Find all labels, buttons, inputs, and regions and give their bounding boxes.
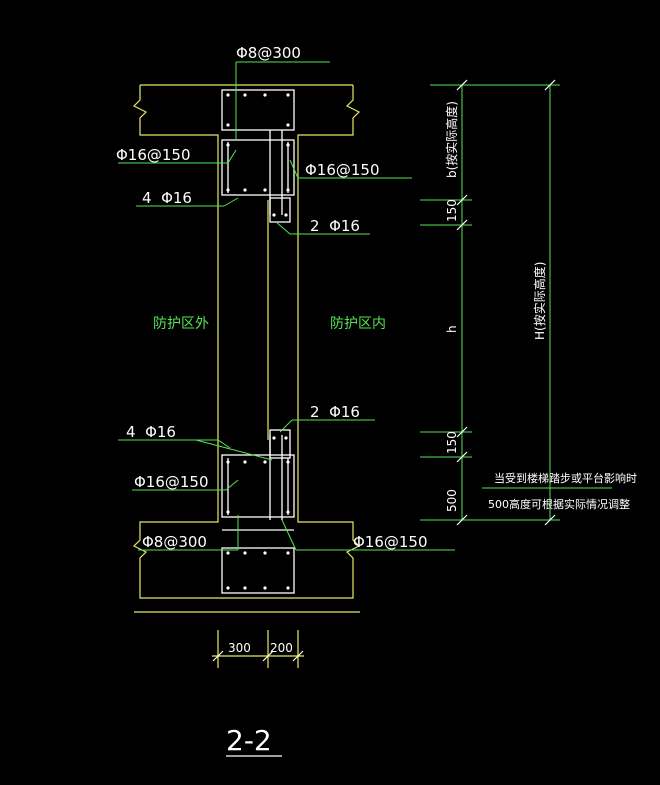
- inside-zone-label: 防护区内: [330, 316, 386, 332]
- lower-add-bars-label: 2 Φ16: [310, 403, 360, 421]
- rebar-cages: [221, 89, 295, 594]
- width-right-dim: 200: [270, 641, 293, 655]
- dim-ticks: [212, 79, 556, 662]
- leader-lines: [118, 61, 612, 551]
- upper-main-bars-label: 4 Φ16: [142, 189, 192, 207]
- right-h-dim: h: [445, 325, 459, 333]
- right-150-lower-dim: 150: [445, 431, 459, 454]
- right-500-dim: 500: [445, 489, 459, 512]
- right-lower-dist-label: Φ16@150: [353, 533, 428, 551]
- width-left-dim: 300: [228, 641, 251, 655]
- note-line-1: 当受到楼梯踏步或平台影响时: [494, 471, 637, 485]
- right-upper-dist-label: Φ16@150: [305, 161, 380, 179]
- top-stirrup-label: Φ8@300: [236, 44, 301, 62]
- right-H-dim: H(按实际高度): [532, 262, 547, 340]
- lower-main-bars-label: 4 Φ16: [126, 423, 176, 441]
- left-upper-dist-label: Φ16@150: [116, 146, 191, 164]
- note-line-2: 500高度可根据实际情况调整: [488, 497, 630, 511]
- rebar-dots: [226, 93, 290, 590]
- left-lower-dist-label: Φ16@150: [134, 473, 209, 491]
- upper-add-bars-label: 2 Φ16: [310, 217, 360, 235]
- right-top-dim: b(按实际高度): [444, 101, 459, 178]
- right-150-upper-dim: 150: [445, 199, 459, 222]
- bottom-stirrup-label: Φ8@300: [142, 533, 207, 551]
- section-title: 2-2: [226, 724, 272, 757]
- outside-zone-label: 防护区外: [153, 316, 209, 332]
- concrete-outline: [132, 84, 361, 668]
